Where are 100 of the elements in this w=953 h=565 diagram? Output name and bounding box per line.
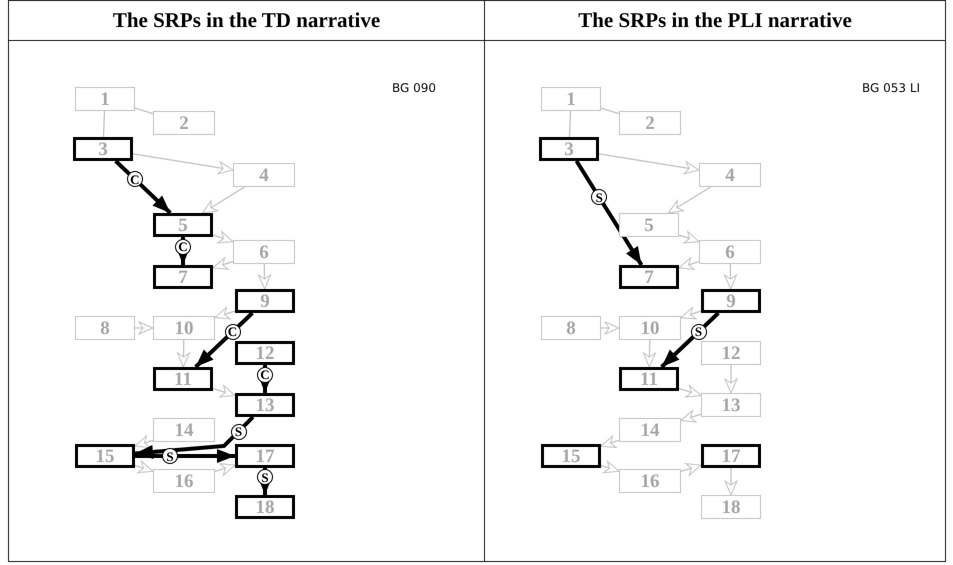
box-number: 1 xyxy=(566,90,576,108)
box-number: 5 xyxy=(644,216,654,234)
note: BG 090 xyxy=(392,81,436,95)
arrow xyxy=(258,264,271,290)
box-number: 12 xyxy=(256,344,274,362)
box-number: 17 xyxy=(722,446,740,466)
process-box xyxy=(699,163,761,187)
process-box xyxy=(73,137,133,161)
arrow xyxy=(212,231,234,244)
arrow xyxy=(194,312,254,368)
arrow xyxy=(114,160,172,214)
box-number: 8 xyxy=(100,318,110,338)
note: BG 053 LI xyxy=(862,81,920,95)
box-number: 4 xyxy=(725,166,735,184)
arrow xyxy=(600,460,620,474)
process-box xyxy=(699,240,761,264)
box-number: 8 xyxy=(566,318,576,338)
box-number: 17 xyxy=(256,446,274,466)
box-number: 2 xyxy=(179,114,189,132)
process-box xyxy=(701,495,761,519)
edge-label: S xyxy=(162,448,178,464)
process-box xyxy=(233,163,295,187)
box-number: 7 xyxy=(178,268,188,286)
arrow xyxy=(678,257,700,270)
arrow xyxy=(135,322,154,334)
process-box xyxy=(619,213,679,237)
column-heading: The SRPs in the PLI narrative xyxy=(578,8,852,33)
arrow xyxy=(724,365,738,394)
box-number: 13 xyxy=(256,396,274,414)
box-number: 14 xyxy=(174,420,194,440)
process-box xyxy=(701,393,761,417)
process-box xyxy=(541,87,601,111)
box-number: 10 xyxy=(640,318,660,338)
arrow xyxy=(678,231,700,244)
process-box xyxy=(153,111,215,135)
process-box xyxy=(153,265,213,289)
arrow xyxy=(214,307,236,320)
box-number: 15 xyxy=(562,446,580,466)
box-number: 11 xyxy=(640,370,658,388)
process-box xyxy=(235,495,295,519)
edge-label: C xyxy=(224,324,240,340)
process-box xyxy=(619,418,681,442)
box-number: 11 xyxy=(174,370,192,388)
box-number: 9 xyxy=(260,292,270,310)
arrow xyxy=(177,340,190,368)
process-box xyxy=(153,469,215,493)
process-box xyxy=(619,367,679,391)
box-number: 12 xyxy=(722,344,740,362)
edge-label: S xyxy=(257,469,273,486)
arrow xyxy=(680,410,702,423)
process-box xyxy=(701,341,761,365)
process-box xyxy=(235,289,295,313)
edge-label: C xyxy=(175,238,191,255)
arrow xyxy=(134,416,254,459)
process-box xyxy=(701,444,761,468)
arrow xyxy=(600,436,620,448)
process-box xyxy=(153,213,213,237)
arrow xyxy=(660,312,720,368)
process-box xyxy=(541,316,601,340)
box-number: 3 xyxy=(98,140,108,158)
edge-label: S xyxy=(230,424,246,440)
process-box xyxy=(75,316,135,340)
arrow xyxy=(212,257,234,270)
box-number: 16 xyxy=(640,472,660,490)
process-box xyxy=(619,316,681,340)
box-number: 9 xyxy=(726,292,736,310)
arrow xyxy=(135,449,235,463)
arrow xyxy=(643,340,656,368)
process-box xyxy=(619,469,681,493)
arrow xyxy=(176,237,190,265)
box-number: 6 xyxy=(259,242,269,262)
arrow xyxy=(668,186,711,214)
box-number: 7 xyxy=(644,268,654,286)
box-number: 18 xyxy=(722,498,740,516)
box-number: 14 xyxy=(640,420,660,440)
process-box xyxy=(233,240,295,264)
box-number: 2 xyxy=(645,114,655,132)
box-number: 15 xyxy=(96,446,114,466)
arrow xyxy=(258,365,272,393)
process-box xyxy=(701,289,761,313)
arrow xyxy=(678,385,702,398)
process-box xyxy=(75,444,135,468)
process-box xyxy=(153,418,215,442)
box-number: 1 xyxy=(100,90,110,108)
process-box xyxy=(619,265,679,289)
box-number: 6 xyxy=(725,242,735,262)
edge-label: S xyxy=(690,324,706,340)
arrow xyxy=(214,463,236,476)
process-box xyxy=(619,111,681,135)
arrow xyxy=(598,153,700,174)
arrow xyxy=(680,307,702,320)
box-number: 13 xyxy=(722,396,740,414)
arrow xyxy=(724,468,738,496)
process-box xyxy=(235,393,295,417)
process-box xyxy=(153,367,213,391)
arrow xyxy=(601,322,620,334)
column-heading: The SRPs in the TD narrative xyxy=(112,8,380,33)
arrow xyxy=(574,160,644,266)
box-number: 5 xyxy=(178,216,188,234)
arrow xyxy=(202,186,245,214)
